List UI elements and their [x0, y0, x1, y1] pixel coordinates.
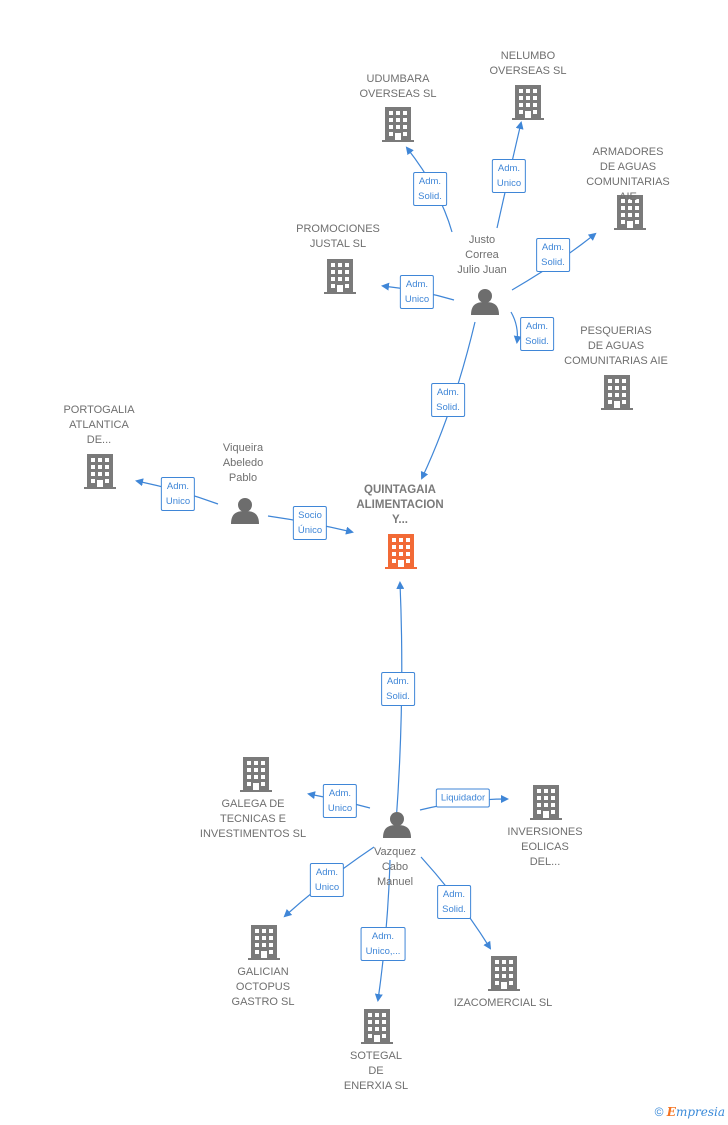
node-label-promociones[interactable]: PROMOCIONES JUSTAL SL — [296, 223, 380, 250]
node-label-quintagaia[interactable]: QUINTAGAIA ALIMENTACION Y... — [356, 484, 444, 526]
edge-justo-pesquerias — [510, 311, 522, 344]
edge-label-viqueira-portogalia[interactable]: Adm. Unico — [160, 477, 196, 511]
node-label-portogalia[interactable]: PORTOGALIA ATLANTICA DE... — [63, 404, 135, 446]
building-icon-inversiones[interactable] — [530, 785, 562, 820]
building-icon-portogalia[interactable] — [84, 454, 116, 489]
edge-label-vazquez-inversiones[interactable]: Liquidador — [435, 788, 491, 808]
building-icon-galega[interactable] — [240, 757, 272, 792]
edge-label-justo-nelumbo[interactable]: Adm. Unico — [491, 159, 527, 193]
edge-label-vazquez-galega[interactable]: Adm. Unico — [322, 784, 358, 818]
node-label-galega[interactable]: GALEGA DE TECNICAS E INVESTIMENTOS SL — [199, 798, 307, 840]
copyright-symbol: © — [654, 1105, 664, 1119]
node-label-izacomercial[interactable]: IZACOMERCIAL SL — [453, 997, 553, 1009]
building-icon-quintagaia[interactable] — [385, 534, 417, 569]
person-icon-justo[interactable] — [471, 289, 499, 315]
edge-label-vazquez-galician[interactable]: Adm. Unico — [309, 863, 345, 897]
node-label-sotegal[interactable]: SOTEGAL DE ENERXIA SL — [343, 1050, 409, 1092]
node-label-vazquez[interactable]: Vazquez Cabo Manuel — [374, 846, 416, 888]
node-label-armadores[interactable]: ARMADORES DE AGUAS COMUNITARIAS AIE — [586, 146, 670, 203]
node-label-galician[interactable]: GALICIAN OCTOPUS GASTRO SL — [231, 966, 295, 1008]
node-label-pesquerias[interactable]: PESQUERIAS DE AGUAS COMUNITARIAS AIE — [564, 325, 668, 367]
edge-label-justo-pesquerias[interactable]: Adm. Solid. — [520, 317, 554, 351]
building-icon-udumbara[interactable] — [382, 107, 414, 142]
building-icon-izacomercial[interactable] — [488, 956, 520, 991]
edge-label-viqueira-quintagaia[interactable]: Socio Único — [292, 506, 328, 540]
edge-label-justo-udumbara[interactable]: Adm. Solid. — [413, 172, 447, 206]
node-label-inversiones[interactable]: INVERSIONES EOLICAS DEL... — [507, 826, 583, 868]
building-icon-pesquerias[interactable] — [601, 375, 633, 410]
building-icon-promociones[interactable] — [324, 259, 356, 294]
node-label-viqueira[interactable]: Viqueira Abeledo Pablo — [222, 442, 264, 484]
node-label-nelumbo[interactable]: NELUMBO OVERSEAS SL — [489, 50, 567, 77]
edge-label-justo-armadores[interactable]: Adm. Solid. — [536, 238, 570, 272]
edge-label-vazquez-quintagaia[interactable]: Adm. Solid. — [381, 672, 415, 706]
node-label-justo[interactable]: Justo Correa Julio Juan — [457, 234, 507, 276]
person-icon-vazquez[interactable] — [383, 812, 411, 838]
building-icon-sotegal[interactable] — [361, 1009, 393, 1044]
edge-label-vazquez-izacomercial[interactable]: Adm. Solid. — [437, 885, 471, 919]
edge-label-justo-quintagaia[interactable]: Adm. Solid. — [431, 383, 465, 417]
building-icon-galician[interactable] — [248, 925, 280, 960]
empresia-logo: Empresia — [666, 1105, 725, 1119]
edge-label-justo-promociones[interactable]: Adm. Unico — [399, 275, 435, 309]
building-icon-nelumbo[interactable] — [512, 85, 544, 120]
person-icon-viqueira[interactable] — [231, 498, 259, 524]
node-label-udumbara[interactable]: UDUMBARA OVERSEAS SL — [359, 73, 437, 100]
edge-label-vazquez-sotegal[interactable]: Adm. Unico,... — [360, 927, 406, 961]
empresia-copyright[interactable]: © Empresia — [655, 1105, 725, 1119]
